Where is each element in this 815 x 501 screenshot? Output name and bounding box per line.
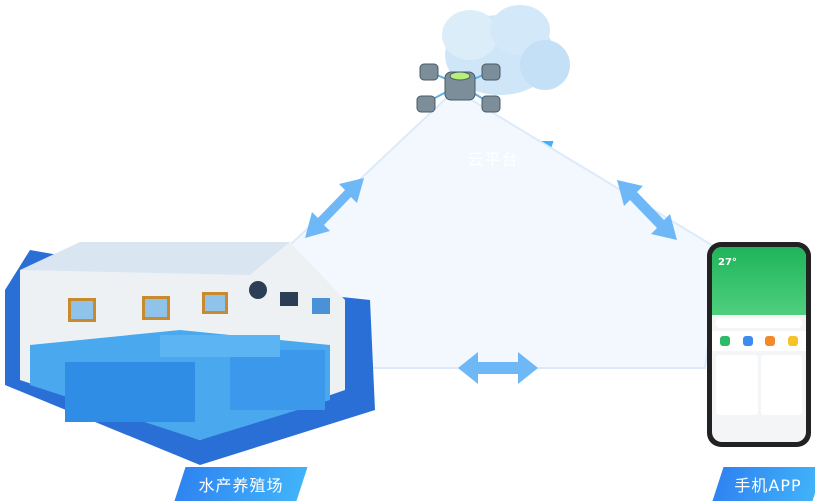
info-card[interactable] <box>760 355 802 415</box>
quick-actions <box>712 331 806 351</box>
arrow-cloud-app <box>617 180 677 240</box>
weather-header: 27° <box>712 247 806 315</box>
aquaculture-farm-label: 水产养殖场 <box>180 467 302 501</box>
smartphone-icon: 27° <box>707 242 811 447</box>
action-icon[interactable] <box>720 336 731 346</box>
action-icon[interactable] <box>787 336 798 346</box>
aquaculture-farm-text: 水产养殖场 <box>198 476 284 495</box>
chart-card[interactable] <box>716 355 758 415</box>
mobile-app-text: 手机APP <box>734 476 802 495</box>
action-icon[interactable] <box>765 336 776 346</box>
action-icon[interactable] <box>742 336 753 346</box>
server-cluster-icon <box>416 63 501 113</box>
alert-bar <box>716 318 802 328</box>
arrow-farm-cloud <box>305 178 364 238</box>
mobile-app-label: 手机APP <box>718 467 815 501</box>
cloud-platform-text: 云平台 <box>467 150 519 169</box>
arrow-farm-app <box>458 352 538 384</box>
app-screen: 27° <box>712 247 806 442</box>
dashboard-cards <box>712 351 806 419</box>
temperature-value: 27° <box>718 257 737 268</box>
aquaculture-building-icon <box>5 242 375 465</box>
cloud-platform-label: 云平台 <box>438 141 548 175</box>
